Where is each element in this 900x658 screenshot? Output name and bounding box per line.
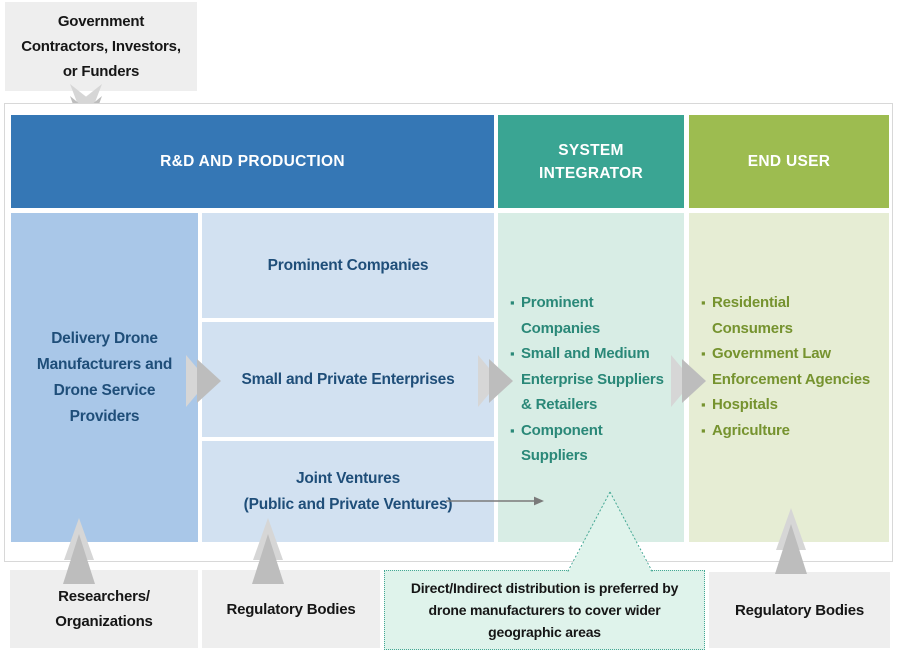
list-item: Agriculture <box>701 418 883 444</box>
regulatory-bodies-box-left: Regulatory Bodies <box>202 570 380 648</box>
list-item: Component Suppliers <box>510 418 678 469</box>
header-end-user: END USER <box>689 115 889 208</box>
delivery-drone-manufacturers-box: Delivery Drone Manufacturers and Drone S… <box>11 213 198 542</box>
end-user-panel: Residential ConsumersGovernment Law Enfo… <box>689 213 889 542</box>
right-arrow-icon <box>671 355 707 407</box>
list-item: Prominent Companies <box>510 290 678 341</box>
distribution-callout-box: Direct/Indirect distribution is preferre… <box>384 570 705 650</box>
list-item: Government Law Enforcement Agencies <box>701 341 883 392</box>
up-arrow-icon <box>775 508 807 574</box>
callout-pointer-icon <box>566 491 654 575</box>
leader-right-arrow-icon <box>446 496 544 506</box>
list-item: Residential Consumers <box>701 290 883 341</box>
end-user-list: Residential ConsumersGovernment Law Enfo… <box>689 213 889 443</box>
right-arrow-icon <box>186 355 222 407</box>
right-arrow-icon <box>478 355 514 407</box>
list-item: Small and Medium Enterprise Suppliers & … <box>510 341 678 418</box>
header-system-integrator: SYSTEM INTEGRATOR <box>498 115 684 208</box>
regulatory-bodies-box-right: Regulatory Bodies <box>709 572 890 648</box>
joint-ventures-box: Joint Ventures (Public and Private Ventu… <box>202 441 494 542</box>
up-arrow-icon <box>63 518 95 584</box>
up-arrow-icon <box>252 518 284 584</box>
small-private-enterprises-box: Small and Private Enterprises <box>202 322 494 437</box>
list-item: Hospitals <box>701 392 883 418</box>
header-rd-and-production: R&D AND PRODUCTION <box>11 115 494 208</box>
prominent-companies-box: Prominent Companies <box>202 213 494 318</box>
government-contractors-box: Government Contractors, Investors, or Fu… <box>5 2 197 91</box>
researchers-organizations-box: Researchers/ Organizations <box>10 570 198 648</box>
